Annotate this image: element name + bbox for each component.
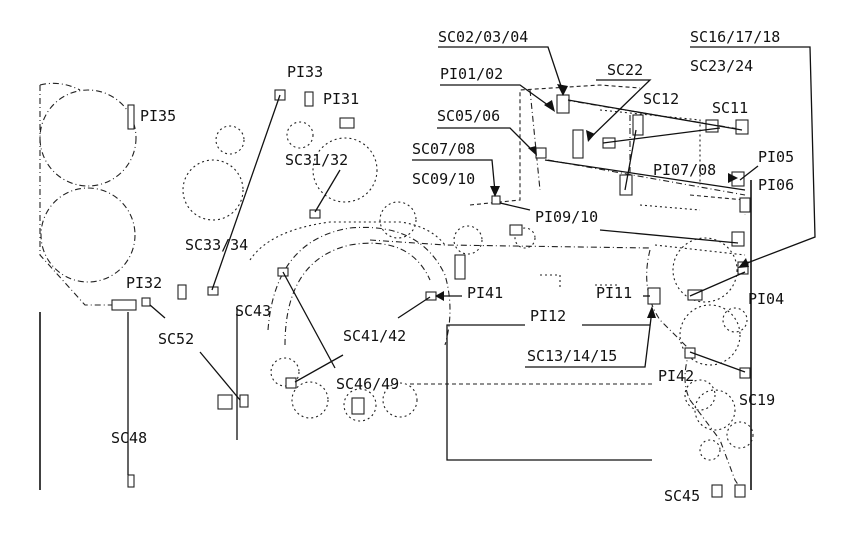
- label-pi35: PI35: [140, 107, 176, 125]
- label-sc09-10: SC09/10: [412, 170, 475, 188]
- label-pi42: PI42: [658, 367, 694, 385]
- label-sc11: SC11: [712, 99, 748, 117]
- label-pi12: PI12: [530, 307, 566, 325]
- label-sc41-42: SC41/42: [343, 327, 406, 345]
- label-pi33: PI33: [287, 63, 323, 81]
- label-sc02-03-04: SC02/03/04: [438, 28, 528, 46]
- label-pi05: PI05: [758, 148, 794, 166]
- label-pi31: PI31: [323, 90, 359, 108]
- label-sc33-34: SC33/34: [185, 236, 248, 254]
- label-pi06: PI06: [758, 176, 794, 194]
- label-sc16-17-18: SC16/17/18: [690, 28, 780, 46]
- label-sc43: SC43: [235, 302, 271, 320]
- label-sc05-06: SC05/06: [437, 107, 500, 125]
- leader-lines: [127, 46, 816, 475]
- label-pi11: PI11: [596, 284, 632, 302]
- label-sc46-49: SC46/49: [336, 375, 399, 393]
- label-pi41: PI41: [467, 284, 503, 302]
- label-sc07-08: SC07/08: [412, 140, 475, 158]
- label-sc12: SC12: [643, 90, 679, 108]
- machine-outline: [39, 82, 754, 496]
- label-sc22: SC22: [607, 61, 643, 79]
- label-sc48: SC48: [111, 429, 147, 447]
- label-sc23-24: SC23/24: [690, 57, 753, 75]
- label-pi04: PI04: [748, 290, 784, 308]
- label-pi09-10: PI09/10: [535, 208, 598, 226]
- sensor-parts: [111, 89, 751, 498]
- label-sc31-32: SC31/32: [285, 151, 348, 169]
- label-pi07-08: PI07/08: [653, 161, 716, 179]
- arrowheads: [435, 84, 749, 318]
- label-sc45: SC45: [664, 487, 700, 505]
- labels: PI33 PI31 PI35 SC31/32 SC33/34 PI32 SC43…: [111, 28, 794, 505]
- label-sc13-14-15: SC13/14/15: [527, 347, 617, 365]
- label-sc52: SC52: [158, 330, 194, 348]
- label-pi01-02: PI01/02: [440, 65, 503, 83]
- label-sc19: SC19: [739, 391, 775, 409]
- label-pi32: PI32: [126, 274, 162, 292]
